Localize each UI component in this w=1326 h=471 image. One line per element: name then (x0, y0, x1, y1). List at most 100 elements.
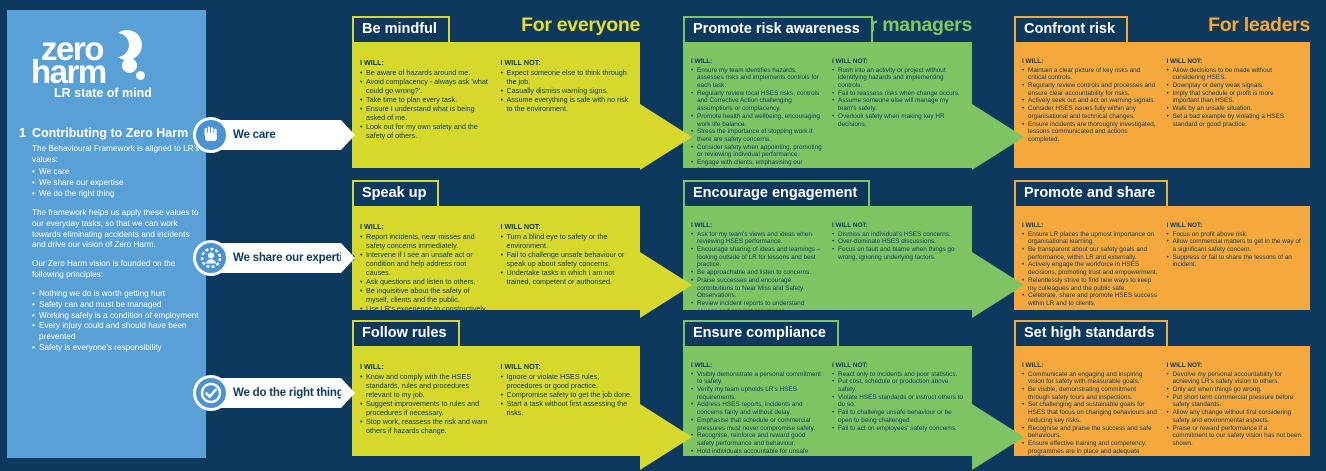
will-column: I WILL: Communicate an engaging and insp… (1022, 362, 1158, 456)
will-not-heading: I WILL NOT: (1166, 222, 1203, 229)
flow-arrow-managers-to-leaders (972, 252, 1024, 318)
bullet-item: Use LR's experience to constructively ch… (360, 304, 492, 310)
will-not-column: I WILL NOT: Devolve my personal accounta… (1167, 362, 1303, 452)
bullet-item: Assume everything is safe with no risk t… (501, 95, 633, 113)
bullet-item: Fail to reassess risks when change occur… (832, 90, 964, 98)
bullet-item: Allow any change without first consideri… (1167, 409, 1303, 424)
sidebar-intro: The Behavioural Framework is aligned to … (32, 143, 200, 164)
cell-box-confront-risk: I WILL: Maintain a clear picture of key … (1014, 42, 1310, 168)
will-column: I WILL: Ask for my team's views and idea… (691, 222, 823, 310)
cell-title-promote-risk-awareness: Promote risk awareness (683, 16, 873, 44)
will-not-column: I WILL NOT: Rush into an activity or pro… (832, 58, 964, 164)
bullet-item: Safety is everyone's responsibility (32, 343, 205, 354)
bullet-item: Violate HSES standards or instruct other… (832, 394, 964, 409)
section-title: Contributing to Zero Harm (32, 126, 189, 140)
cell-title-ensure-compliance: Ensure compliance (683, 320, 839, 348)
will-not-column: I WILL NOT: Turn a blind eye to safety o… (501, 222, 633, 306)
row-pill-we-do-the-right-thing: We do the right thing (193, 375, 355, 411)
will-column: I WILL: Ensure LR places the upmost impo… (1022, 222, 1158, 308)
logo-tagline: LR state of mind (54, 86, 152, 100)
will-column: I WILL: Report incidents, near misses an… (360, 222, 492, 310)
bullet-item: Report incidents, near misses and safety… (360, 232, 492, 250)
sidebar: zero harm LR state of mind 1 Contributin… (7, 10, 206, 458)
will-not-column: I WILL NOT: Expect someone else to think… (501, 58, 633, 164)
bullet-item: Address HSES reports, incidents and conc… (691, 401, 823, 416)
cell-box-ensure-compliance: I WILL: Visibly demonstrate a personal c… (683, 346, 972, 456)
will-list: Report incidents, near misses and safety… (360, 232, 492, 310)
will-list: Visibly demonstrate a personal commitmen… (691, 371, 823, 456)
flow-arrow-managers-to-leaders (972, 404, 1024, 470)
bullet-item: Intervene if I see an unsafe act or cond… (360, 250, 492, 277)
bullet-item: Undertake tasks in which I am not traine… (501, 268, 633, 286)
bullet-item: Review incident reports to understand ca… (691, 300, 823, 310)
flow-arrow-everyone-to-managers (640, 252, 692, 318)
bullet-item: Start a task without first assessing the… (501, 399, 633, 417)
bullet-item: Relentlessly strive to find new ways to … (1022, 277, 1158, 292)
bullet-item: Ignore or violate HSES rules, procedures… (501, 372, 633, 390)
row-label: We share our expertise (233, 252, 355, 264)
will-heading: I WILL: (691, 222, 713, 229)
bullet-item: Allow commercial matters to get in the w… (1167, 238, 1303, 253)
check-circle-icon (193, 375, 229, 411)
cell-title-promote-and-share: Promote and share (1014, 180, 1169, 208)
row-pill-we-share-our-expertise: We share our expertise (193, 240, 355, 276)
bullet-item: Praise successes and encourage contribut… (691, 277, 823, 300)
column-header-for-managers: For managers (846, 14, 973, 36)
bullet-item: Allow decisions to be made without consi… (1167, 67, 1303, 82)
bullet-item: Turn a blind eye to safety or the enviro… (501, 232, 633, 250)
bullet-item: Ask questions and listen to others. (360, 277, 492, 286)
will-heading: I WILL: (360, 362, 384, 371)
bullet-item: Ensure LR places the upmost importance o… (1022, 231, 1158, 246)
bullet-item: We care (32, 167, 205, 178)
bullet-item: Working safely is a condition of employm… (32, 311, 205, 322)
will-list: Ensure LR places the upmost importance o… (1022, 231, 1158, 308)
bullet-item: Hold individuals accountable for unsafe … (691, 448, 823, 456)
cell-title-set-high-standards: Set high standards (1014, 320, 1168, 348)
crescent-cutout (105, 33, 129, 57)
will-not-heading: I WILL NOT: (1166, 58, 1203, 65)
bullet-item: Rush into an activity or project without… (832, 67, 964, 90)
bullet-item: Ensure incidents are thoroughly investig… (1022, 121, 1158, 144)
cell-title-be-mindful: Be mindful (352, 16, 450, 44)
bullet-item: Promote health and wellbeing, encouragin… (691, 113, 823, 128)
principles-list: Nothing we do is worth getting hurtSafet… (32, 289, 205, 354)
bullet-item: Know and comply with the HSES standards,… (360, 372, 492, 399)
will-not-list: Expect someone else to think through the… (501, 68, 633, 113)
will-not-column: I WILL NOT: React only to incidents and … (832, 362, 964, 452)
will-not-list: Rush into an activity or project without… (832, 67, 964, 129)
cell-box-set-high-standards: I WILL: Communicate an engaging and insp… (1014, 346, 1310, 456)
person-gear-icon (193, 240, 229, 276)
bullet-item: Be transparent about our safety goals an… (1022, 246, 1158, 261)
column-header-for-everyone: For everyone (521, 14, 640, 36)
bullet-item: Praise or reward performance if a commit… (1167, 425, 1303, 448)
dot-icon (136, 71, 145, 80)
bullet-item: Put short term commercial pressure befor… (1167, 394, 1303, 409)
sidebar-section: 1 Contributing to Zero Harm The Behaviou… (19, 126, 205, 354)
bullet-item: Assume someone else will manage my team'… (832, 97, 964, 112)
will-not-heading: I WILL NOT: (832, 222, 868, 229)
bullet-item: Recognise and praise the success and saf… (1022, 425, 1158, 440)
bullet-item: Communicate an engaging and inspiring vi… (1022, 371, 1158, 386)
bullet-item: Imply that schedule or profit is more im… (1167, 90, 1303, 105)
cell-box-follow-rules: I WILL: Know and comply with the HSES st… (352, 346, 640, 456)
bullet-item: We share our expertise (32, 178, 205, 189)
bullet-item: Recognise, reinforce and reward good saf… (691, 432, 823, 447)
bullet-item: Nothing we do is worth getting hurt (32, 289, 205, 300)
will-list: Ask for my team's views and ideas when r… (691, 231, 823, 310)
cell-box-promote-and-share: I WILL: Ensure LR places the upmost impo… (1014, 206, 1310, 310)
sidebar-heading: 1 Contributing to Zero Harm (19, 126, 205, 141)
will-heading: I WILL: (1022, 362, 1044, 369)
bullet-item: Stress the importance of stopping work i… (691, 128, 823, 143)
cell-title-encourage-engagement: Encourage engagement (683, 180, 871, 208)
will-not-heading: I WILL NOT: (500, 222, 541, 231)
will-list: Maintain a clear picture of key risks an… (1022, 67, 1158, 144)
will-not-heading: I WILL NOT: (832, 58, 868, 65)
row-label: We do the right thing (233, 387, 344, 399)
bullet-item: Consider HSES issues fully within any or… (1022, 105, 1158, 120)
bullet-item: Ensure my team identifies hazards, asses… (691, 67, 823, 90)
bullet-item: React only to incidents and poor statist… (832, 371, 964, 379)
section-number: 1 (19, 126, 26, 140)
will-not-list: Dismiss an individual's HSES concerns.Ov… (832, 231, 964, 262)
